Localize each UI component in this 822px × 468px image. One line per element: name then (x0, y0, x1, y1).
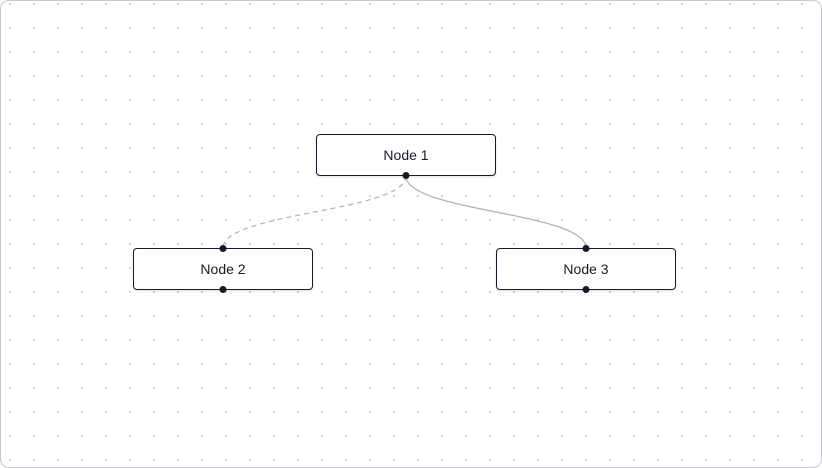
node-2-target-handle[interactable] (219, 245, 227, 252)
node-1-source-handle[interactable] (402, 172, 410, 179)
node-2[interactable]: Node 2 (133, 245, 313, 293)
node-1[interactable]: Node 1 (316, 134, 496, 179)
edge-node1-node2[interactable] (222, 175, 407, 249)
node-3-source-handle[interactable] (582, 286, 590, 293)
node-2-label: Node 2 (200, 261, 246, 277)
node-1-label: Node 1 (383, 147, 429, 163)
node-2-source-handle[interactable] (219, 286, 227, 293)
node-3-label: Node 3 (563, 261, 609, 277)
node-3-target-handle[interactable] (582, 245, 590, 252)
node-3[interactable]: Node 3 (496, 245, 676, 293)
edge-node1-node3[interactable] (405, 175, 587, 249)
